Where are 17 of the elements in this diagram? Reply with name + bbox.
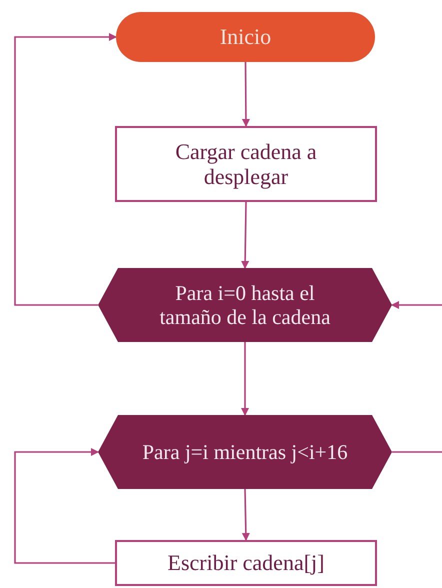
arrow	[14, 448, 115, 564]
arrow	[241, 342, 249, 416]
start-terminal	[116, 12, 375, 62]
process-box	[115, 540, 377, 586]
arrow	[14, 33, 117, 306]
loop-hexagon	[98, 415, 392, 489]
arrow	[242, 488, 250, 541]
node-text: Para j=i mientras j<i+16	[142, 440, 348, 464]
node-text: Cargar cadena a desplegar	[174, 138, 318, 190]
process-box	[115, 126, 377, 202]
node-text: Inicio	[220, 24, 272, 50]
arrow	[241, 202, 250, 269]
node-text: Escribir cadena[j]	[168, 550, 324, 576]
node-text: Para i=0 hasta el tamaño de la cadena	[158, 280, 332, 330]
arrow	[242, 62, 250, 127]
loop-hexagon	[98, 268, 392, 342]
arrow	[391, 301, 442, 309]
